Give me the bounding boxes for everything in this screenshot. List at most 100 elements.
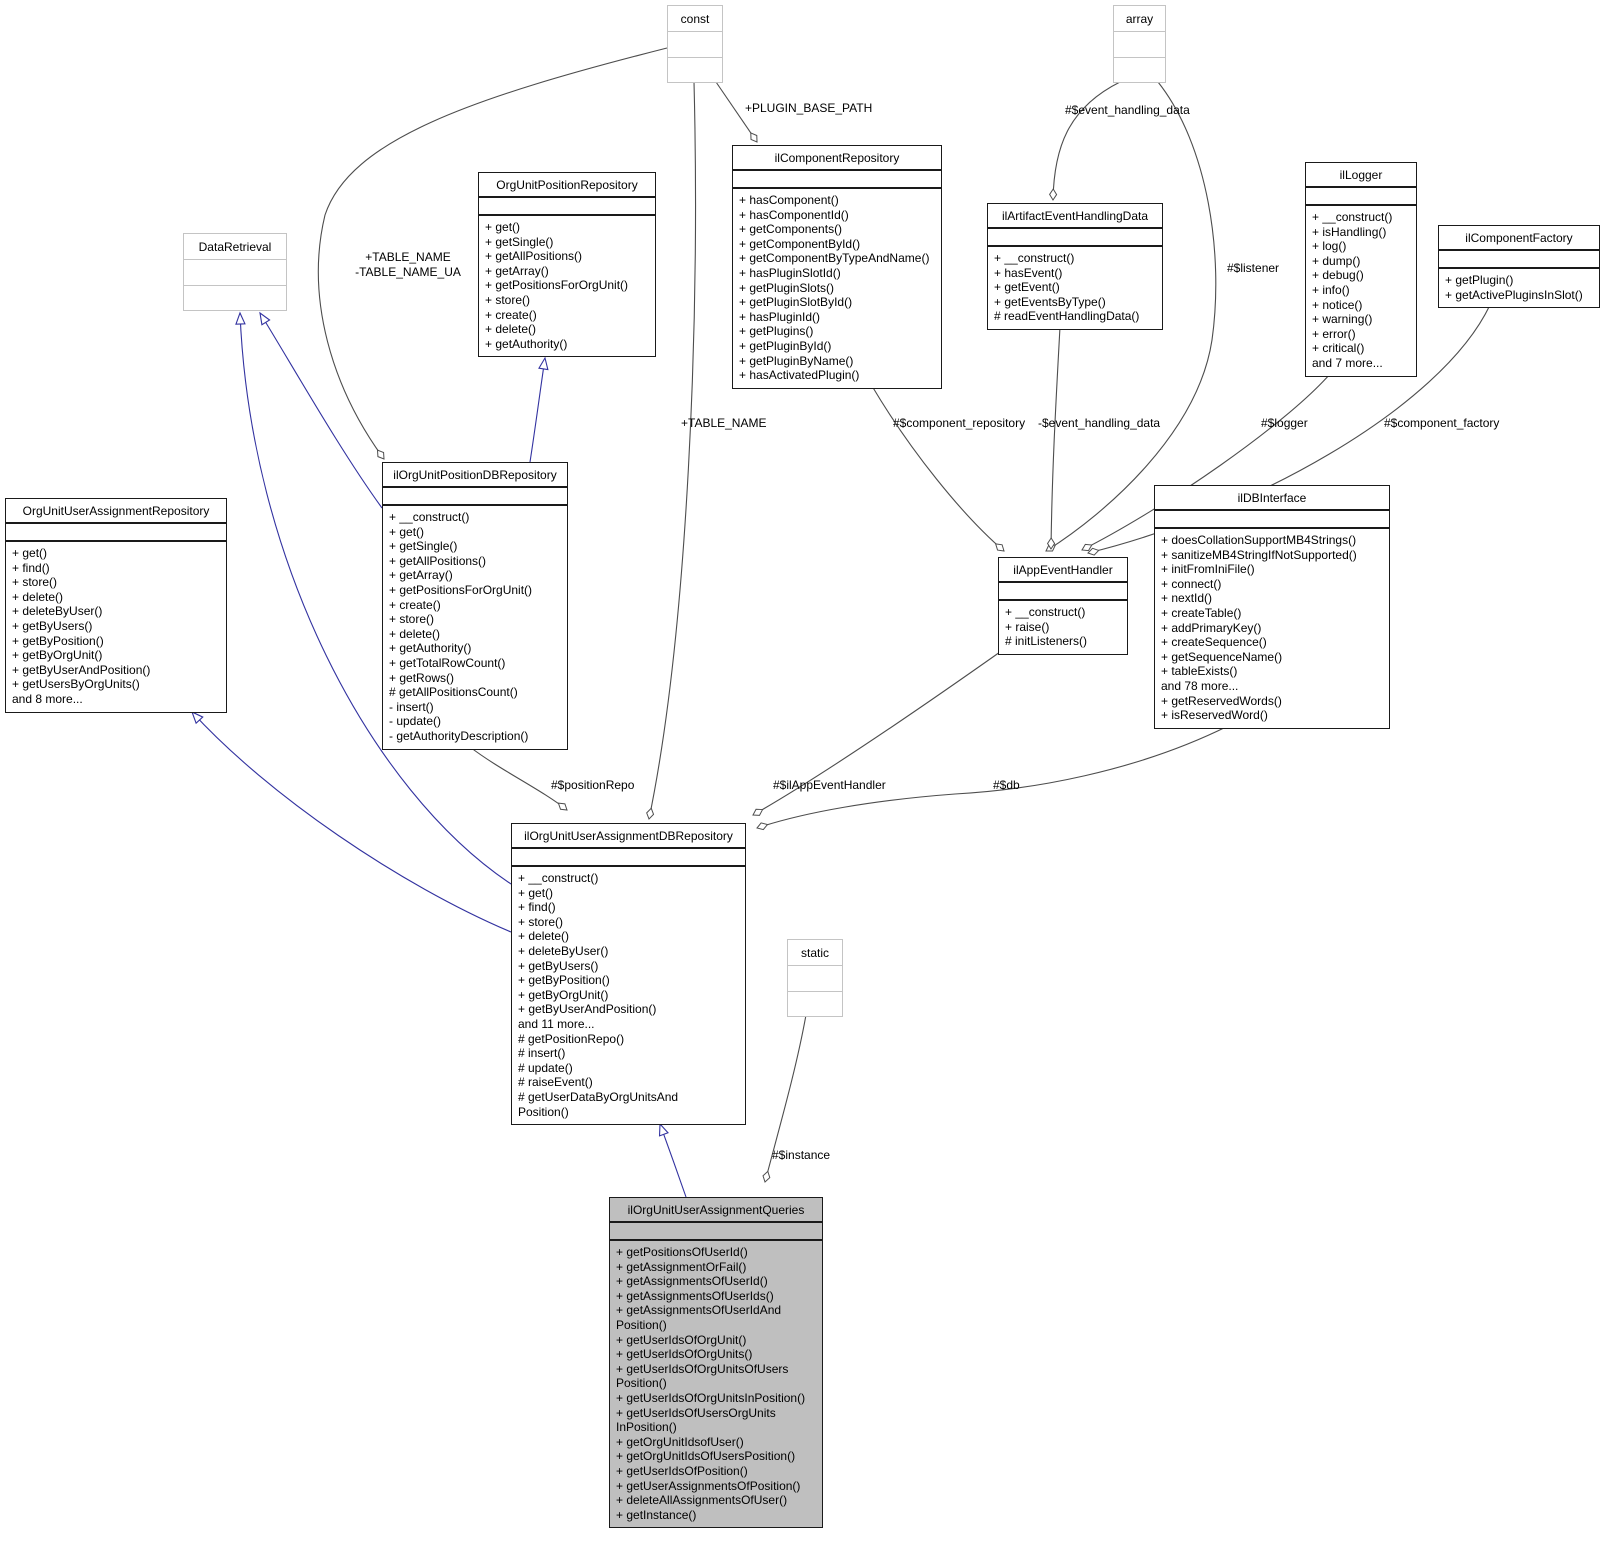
class-ilorgunituserassignmentdbrepository[interactable]: ilOrgUnitUserAssignmentDBRepository + __… bbox=[511, 823, 746, 1126]
method-line: + getUserIdsOfUsersOrgUnits bbox=[616, 1405, 776, 1420]
method-line: + hasEvent() bbox=[994, 265, 1063, 280]
edge-ildbinterface-to-ilorgunituserassignmentdbrepository bbox=[756, 725, 1229, 831]
edge-label-instance: #$instance bbox=[772, 1148, 831, 1162]
class-methods: + get()+ find()+ store()+ delete()+ dele… bbox=[6, 542, 226, 712]
method-line: InPosition() bbox=[616, 1420, 677, 1435]
class-static[interactable]: static bbox=[787, 939, 843, 1017]
method-line: + hasActivatedPlugin() bbox=[739, 368, 860, 383]
method-line: # getUserDataByOrgUnitsAnd bbox=[518, 1089, 679, 1104]
method-line: + __construct() bbox=[518, 871, 599, 885]
method-line: + getPositionsForOrgUnit() bbox=[485, 278, 629, 293]
class-attributes-empty bbox=[383, 488, 567, 506]
class-const[interactable]: const bbox=[667, 5, 723, 83]
class-methods: + __construct()+ raise()# initListeners(… bbox=[999, 601, 1127, 654]
edge-const-to-ilcomponentrepository bbox=[715, 81, 758, 143]
method-line: + sanitizeMB4StringIfNotSupported() bbox=[1161, 547, 1357, 562]
method-line: + getUserIdsOfOrgUnits() bbox=[616, 1347, 753, 1362]
method-line: + get() bbox=[12, 546, 48, 560]
method-line: + debug() bbox=[1312, 268, 1364, 283]
class-methods: + getPositionsOfUserId()+ getAssignmentO… bbox=[610, 1241, 822, 1527]
class-illogger[interactable]: ilLogger + __construct()+ isHandling()+ … bbox=[1305, 162, 1417, 377]
class-attributes-empty bbox=[1439, 251, 1599, 269]
method-line: # readEventHandlingData() bbox=[994, 309, 1140, 324]
method-line: + getByPosition() bbox=[518, 973, 610, 988]
class-attributes-empty bbox=[1306, 188, 1416, 206]
class-ilcomponentfactory[interactable]: ilComponentFactory + getPlugin()+ getAct… bbox=[1438, 225, 1600, 309]
method-line: # update() bbox=[518, 1060, 573, 1075]
method-line: + getComponentByTypeAndName() bbox=[739, 251, 930, 266]
method-line: + getAuthority() bbox=[389, 641, 472, 656]
edge-ilorgunituserassignmentdbrepository-extends-orgunituserassignmentrepository bbox=[191, 710, 512, 933]
method-line: + getPositionsForOrgUnit() bbox=[389, 582, 533, 597]
method-line: + getUserIdsOfOrgUnitsOfUsers bbox=[616, 1361, 789, 1376]
method-line: + notice() bbox=[1312, 297, 1363, 312]
class-methods: + getPlugin()+ getActivePluginsInSlot() bbox=[1439, 269, 1599, 307]
method-line: + get() bbox=[389, 524, 425, 539]
method-line: + find() bbox=[12, 560, 50, 575]
edge-ilappeventhandler-to-ilorgunituserassignmentdbrepository bbox=[752, 651, 1001, 816]
method-line: - getAuthorityDescription() bbox=[389, 728, 529, 743]
class-title: ilOrgUnitUserAssignmentQueries bbox=[610, 1198, 822, 1223]
method-line: Position() bbox=[616, 1317, 667, 1332]
method-line: + deleteAllAssignmentsOfUser() bbox=[616, 1493, 788, 1508]
edge-ilartifacteventhandlingdata-to-ilappeventhandler bbox=[1046, 326, 1061, 550]
class-ilcomponentrepository[interactable]: ilComponentRepository + hasComponent()+ … bbox=[732, 145, 942, 389]
method-line: + getActivePluginsInSlot() bbox=[1445, 287, 1583, 302]
method-line: Position() bbox=[518, 1104, 569, 1119]
class-attributes-empty bbox=[512, 849, 745, 867]
method-line: + getByOrgUnit() bbox=[12, 648, 103, 663]
class-attributes-empty bbox=[184, 260, 286, 286]
edge-label-table-name-ua: +TABLE_NAME -TABLE_NAME_UA bbox=[355, 250, 461, 279]
method-line: + getInstance() bbox=[616, 1507, 697, 1522]
method-line: + __construct() bbox=[1005, 605, 1086, 619]
method-line: + store() bbox=[485, 292, 531, 307]
class-methods: + doesCollationSupportMB4Strings()+ sani… bbox=[1155, 529, 1389, 728]
class-title: OrgUnitPositionRepository bbox=[479, 173, 655, 198]
method-line: + nextId() bbox=[1161, 591, 1213, 606]
class-methods: + __construct()+ isHandling()+ log()+ du… bbox=[1306, 206, 1416, 376]
method-line: and 8 more... bbox=[12, 691, 83, 706]
class-title: array bbox=[1114, 6, 1165, 32]
method-line: + addPrimaryKey() bbox=[1161, 620, 1262, 635]
edge-ilorgunituserassignmentqueries-extends-ilorgunituserassignmentdbrepository bbox=[658, 1122, 687, 1198]
class-dataretrieval[interactable]: DataRetrieval bbox=[183, 233, 287, 311]
method-line: + log() bbox=[1312, 239, 1347, 254]
class-ilappeventhandler[interactable]: ilAppEventHandler + __construct()+ raise… bbox=[998, 557, 1128, 655]
method-line: + getPlugins() bbox=[739, 324, 814, 339]
method-line: + getByUserAndPosition() bbox=[518, 1002, 657, 1017]
class-ilartifacteventhandlingdata[interactable]: ilArtifactEventHandlingData + __construc… bbox=[987, 203, 1163, 330]
class-ilorgunitpositiondbrepository[interactable]: ilOrgUnitPositionDBRepository + __constr… bbox=[382, 462, 568, 750]
class-ildbinterface[interactable]: ilDBInterface + doesCollationSupportMB4S… bbox=[1154, 485, 1390, 729]
method-line: + __construct() bbox=[1312, 210, 1393, 224]
class-title: ilOrgUnitPositionDBRepository bbox=[383, 463, 567, 488]
method-line: + getAuthority() bbox=[485, 336, 568, 351]
method-line: + find() bbox=[518, 900, 556, 915]
class-ilorgunituserassignmentqueries[interactable]: ilOrgUnitUserAssignmentQueries + getPosi… bbox=[609, 1197, 823, 1529]
method-line: + delete() bbox=[518, 929, 570, 944]
method-line: + hasComponentId() bbox=[739, 207, 849, 222]
edge-label-listener: #$listener bbox=[1227, 261, 1280, 275]
method-line: + getComponentById() bbox=[739, 236, 861, 251]
method-line: and 11 more... bbox=[518, 1016, 595, 1031]
method-line: + getUserIdsOfOrgUnit() bbox=[616, 1332, 747, 1347]
method-line: + deleteByUser() bbox=[518, 943, 609, 958]
method-line: + getEventsByType() bbox=[994, 294, 1106, 309]
method-line: + getPositionsOfUserId() bbox=[616, 1245, 748, 1259]
edge-array-to-ilartifacteventhandlingdata bbox=[1049, 81, 1121, 201]
method-line: + getAssignmentOrFail() bbox=[616, 1259, 747, 1274]
class-title: ilAppEventHandler bbox=[999, 558, 1127, 583]
class-title: static bbox=[788, 940, 842, 966]
method-line: + getPlugin() bbox=[1445, 273, 1514, 287]
edge-label-event-handling-data: #$event_handling_data bbox=[1065, 103, 1190, 117]
class-attributes-empty bbox=[6, 524, 226, 542]
class-attributes-empty bbox=[668, 32, 722, 58]
method-line: + create() bbox=[389, 597, 441, 612]
class-array[interactable]: array bbox=[1113, 5, 1166, 83]
edge-ilcomponentrepository-to-ilappeventhandler bbox=[871, 385, 1005, 552]
method-line: + initFromIniFile() bbox=[1161, 562, 1255, 577]
method-line: + isHandling() bbox=[1312, 224, 1387, 239]
method-line: + deleteByUser() bbox=[12, 604, 103, 619]
class-orgunituserassignmentrepository[interactable]: OrgUnitUserAssignmentRepository + get()+… bbox=[5, 498, 227, 713]
class-orgunitpositionrepository[interactable]: OrgUnitPositionRepository + get()+ getSi… bbox=[478, 172, 656, 358]
class-title: const bbox=[668, 6, 722, 32]
